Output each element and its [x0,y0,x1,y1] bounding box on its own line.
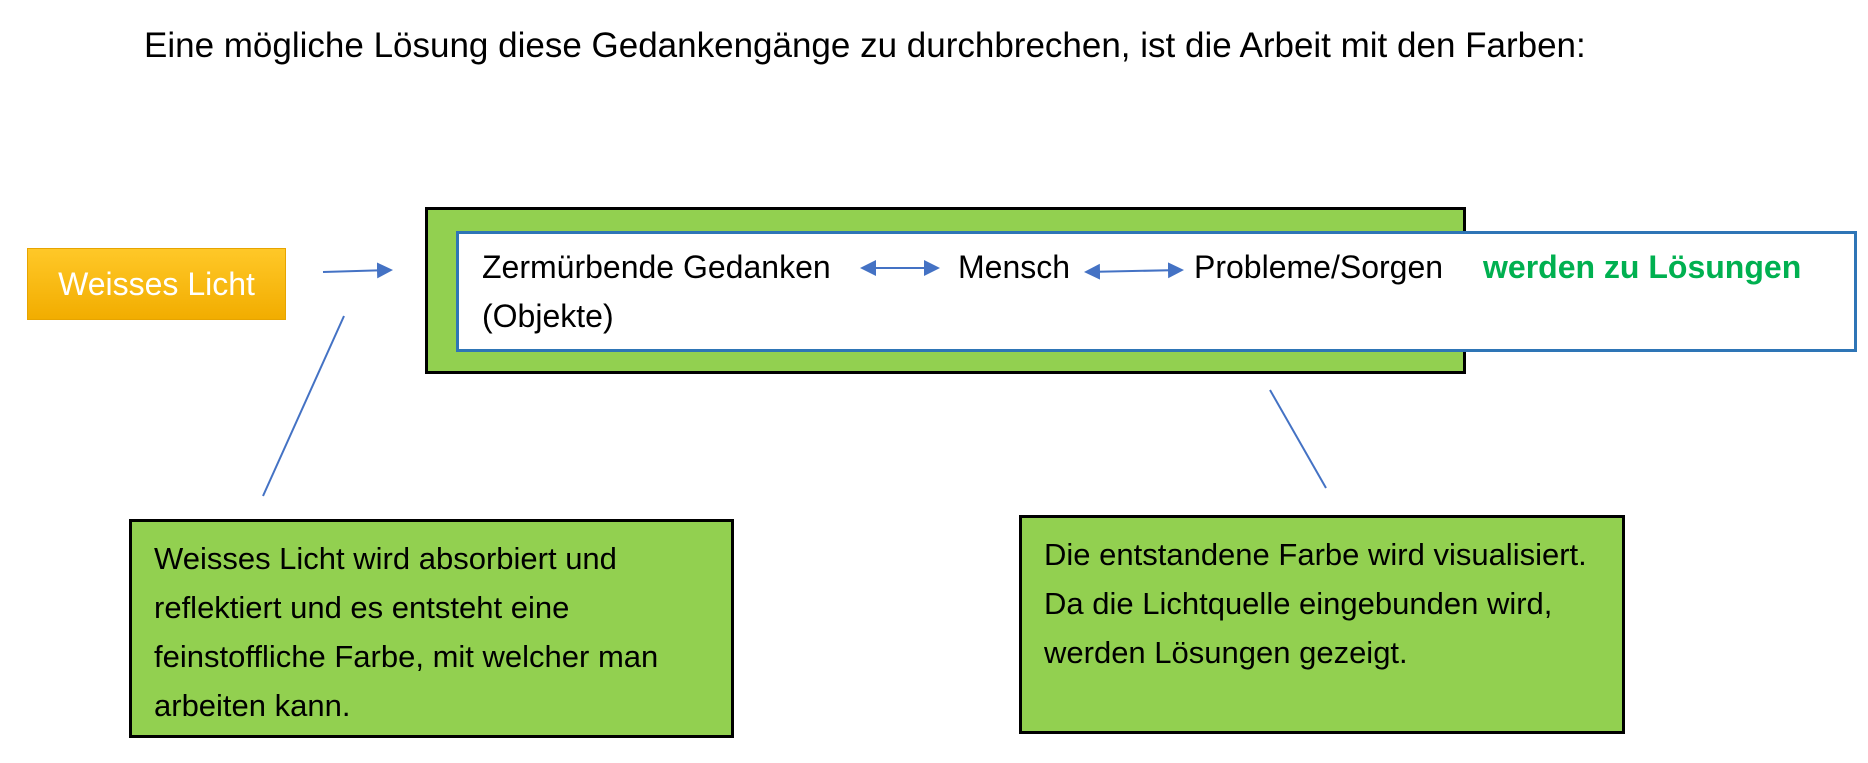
note-left-text: Weisses Licht wird absorbiert und reflek… [154,541,659,723]
term-problems: Probleme/Sorgen [1194,249,1444,285]
main-white-box [456,231,1857,352]
term-solutions: werden zu Lösungen [1483,249,1802,285]
light-arrow [322,262,393,279]
term-objects: (Objekte) [482,298,614,334]
heading: Eine mögliche Lösung diese Gedankengänge… [144,26,1586,65]
term-thoughts: Zermürbende Gedanken [482,249,831,285]
left-callout-line [262,315,345,497]
term-human: Mensch [958,249,1071,285]
note-right: Die entstandene Farbe wird visualisiert.… [1019,515,1625,734]
note-left: Weisses Licht wird absorbiert und reflek… [129,519,734,738]
right-callout-line [1269,389,1327,489]
note-right-text: Die entstandene Farbe wird visualisiert.… [1044,537,1587,670]
human-problems-arrow [1084,262,1184,280]
light-source-label: Weisses Licht [58,265,255,302]
light-source-box: Weisses Licht [27,248,286,320]
